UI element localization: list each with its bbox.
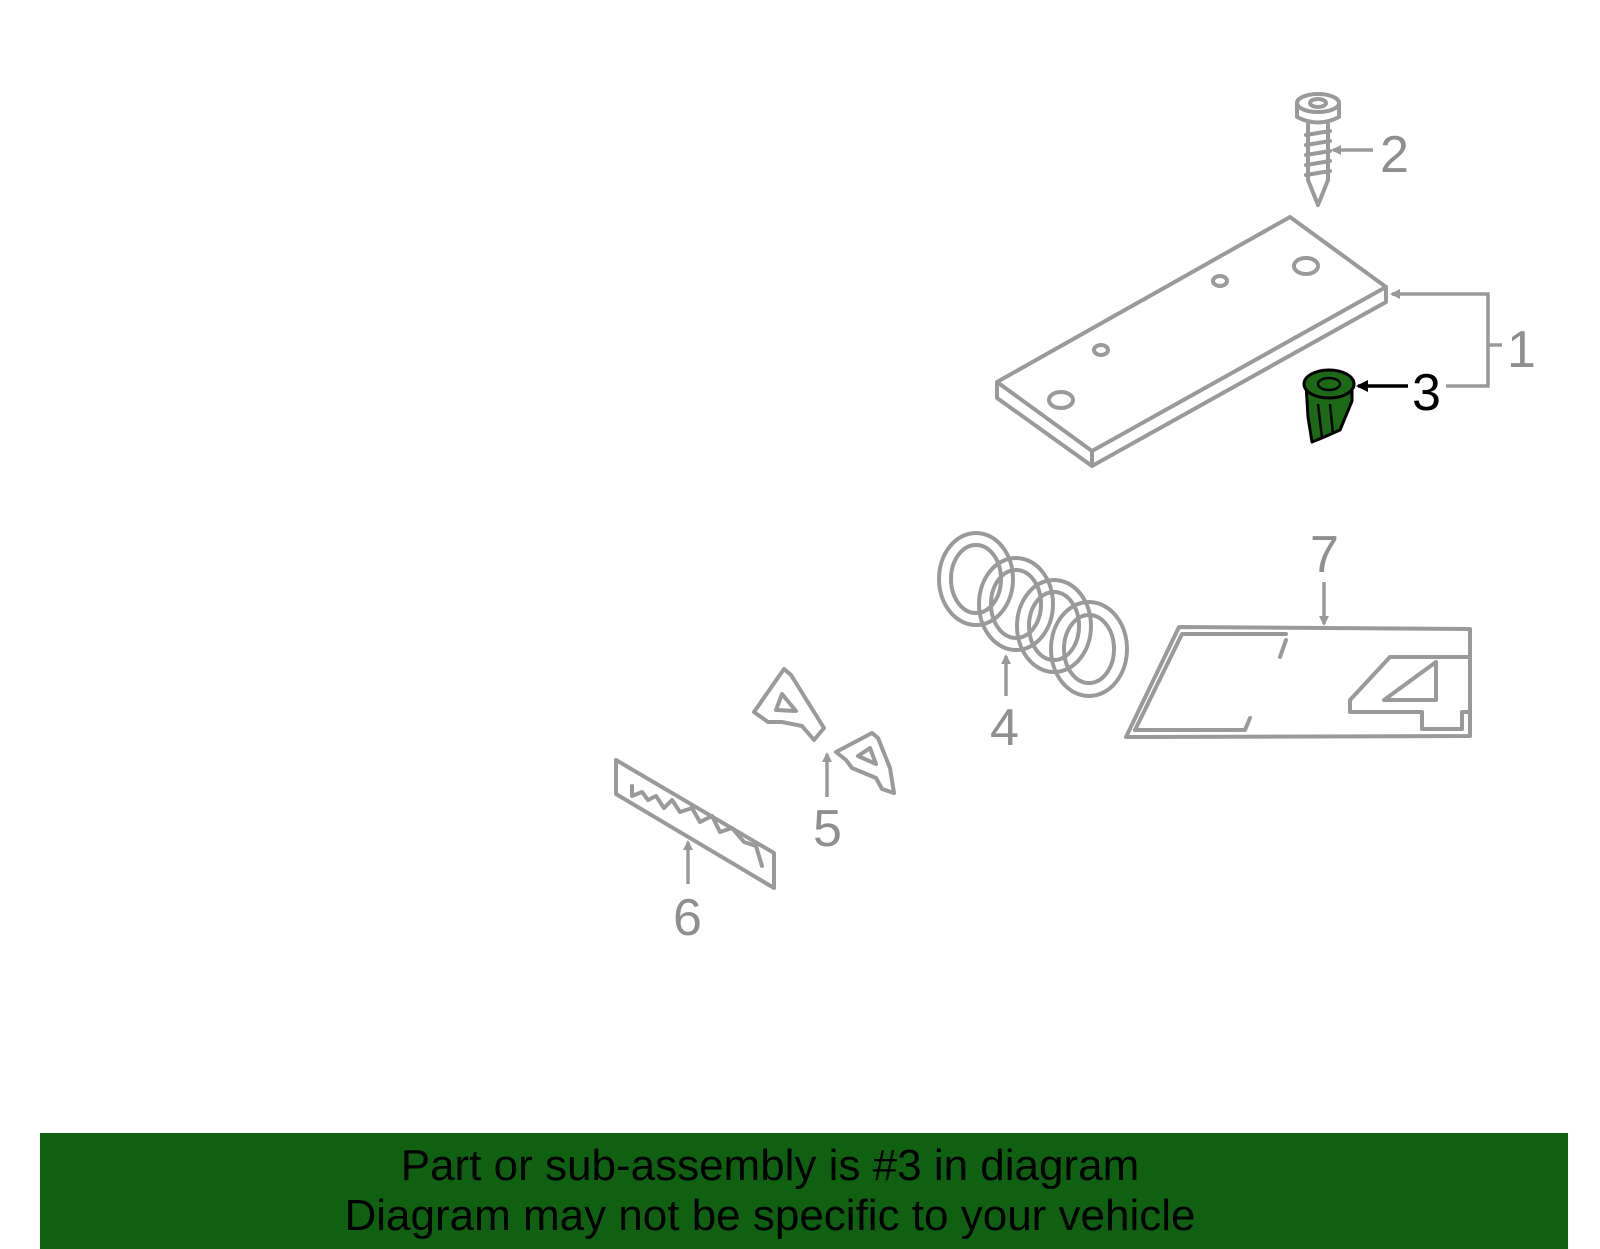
callout-3: 3 <box>1412 364 1441 422</box>
part-5-a4-letters <box>752 667 896 795</box>
part-7-badge-plate <box>1124 625 1472 739</box>
banner-disclaimer: Diagram may not be specific to your vehi… <box>344 1191 1196 1240</box>
callout-7: 7 <box>1310 526 1339 584</box>
callout-5: 5 <box>813 800 842 858</box>
banner-part-note: Part or sub-assembly is #3 in diagram <box>400 1141 1140 1190</box>
leader-1-lower <box>1446 345 1490 388</box>
part-6-nameplate <box>614 758 776 890</box>
part-1-plate <box>995 215 1388 468</box>
callout-1: 1 <box>1507 321 1536 379</box>
leader-1 <box>1390 289 1490 345</box>
part-4-rings-emblem <box>937 531 1129 698</box>
part-2-screw <box>1295 92 1341 207</box>
part-3-nut-clip <box>1302 368 1356 444</box>
callout-6: 6 <box>673 889 702 947</box>
info-banner: Part or sub-assembly is #3 in diagram Di… <box>40 1133 1568 1249</box>
callout-4: 4 <box>990 699 1019 757</box>
callout-2: 2 <box>1380 126 1409 184</box>
